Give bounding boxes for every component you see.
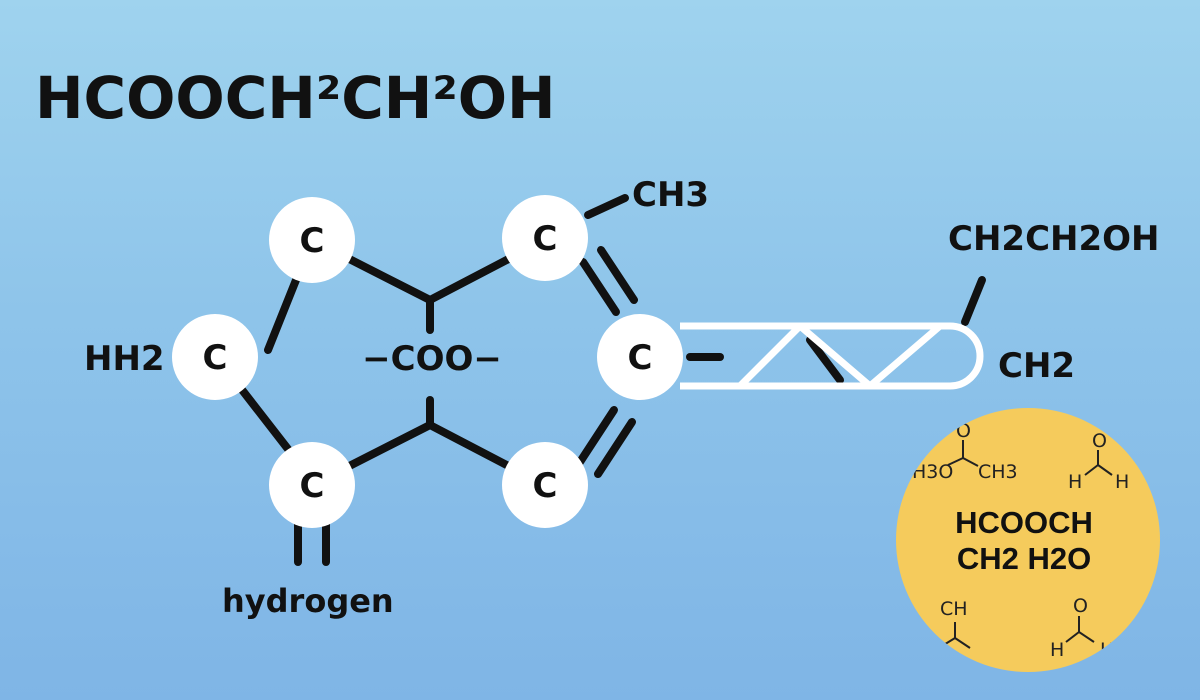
double-bond-bottom-b xyxy=(594,418,636,478)
atom-symbol: C xyxy=(300,221,325,261)
formula-title: HCOOCH²CH²OH xyxy=(35,64,556,132)
mini-structure-bottom-left: CH xyxy=(940,598,971,649)
mini-h: H xyxy=(1100,639,1114,661)
double-bond-bottom-a xyxy=(576,406,618,466)
mini-left-label: H3O xyxy=(912,461,953,483)
atom-circle xyxy=(502,442,588,528)
mini-h: H xyxy=(1050,639,1064,661)
mini-structure-aldehyde-top: O H H xyxy=(1068,430,1129,493)
badge-content: O H3O CH3 O H H HCOOCH CH2 H2O CH xyxy=(912,420,1129,661)
label-ch3: CH3 xyxy=(632,175,709,215)
badge-line-1: HCOOCH xyxy=(955,505,1093,540)
badge-circle xyxy=(896,408,1160,672)
atoms: C C C C C C xyxy=(172,195,683,528)
mini-o: O xyxy=(1073,595,1088,617)
label-ch2ch2oh: CH2CH2OH xyxy=(948,219,1160,259)
label-coo: −COO− xyxy=(362,339,502,379)
badge-line-2: CH2 H2O xyxy=(957,541,1091,576)
bond-methyl xyxy=(584,194,629,219)
double-bond-top-a xyxy=(579,258,620,316)
atom-circle xyxy=(269,442,355,528)
label-hh2: HH2 xyxy=(84,339,165,379)
bond-to-ch2ch2oh xyxy=(961,276,986,326)
atom-symbol: C xyxy=(533,466,558,506)
bond-chain-inner xyxy=(806,336,844,384)
chain-zigzag xyxy=(737,322,943,390)
mini-bond xyxy=(1065,631,1080,643)
mini-ch: CH xyxy=(940,598,968,620)
carbon-atom-bottom-right: C xyxy=(502,442,588,528)
atom-circle xyxy=(502,195,588,281)
mini-bond xyxy=(1084,464,1099,476)
mini-bond xyxy=(954,637,971,649)
chain-outline xyxy=(680,322,984,390)
atom-circle xyxy=(172,314,258,400)
mini-h: H xyxy=(1068,471,1082,493)
atom-circle xyxy=(597,314,683,400)
formula-badge: O H3O CH3 O H H HCOOCH CH2 H2O CH xyxy=(896,408,1160,672)
atom-symbol: C xyxy=(203,338,228,378)
atom-symbol: C xyxy=(300,466,325,506)
chain-bar xyxy=(680,322,984,390)
mini-bond xyxy=(1097,464,1113,476)
label-ch2: CH2 xyxy=(998,346,1075,386)
mini-bond xyxy=(947,457,964,466)
atom-symbol: C xyxy=(533,219,558,259)
carbon-atom-left: C xyxy=(172,314,258,400)
atom-circle xyxy=(269,197,355,283)
carbon-atom-top-right: C xyxy=(502,195,588,281)
mini-bond xyxy=(962,457,979,467)
atom-symbol: C xyxy=(628,338,653,378)
mini-bond xyxy=(1078,631,1095,643)
label-hydrogen: hydrogen xyxy=(222,582,394,620)
carbon-atom-right: C xyxy=(597,314,683,400)
mini-structure-ester: O H3O CH3 xyxy=(912,420,1018,483)
label-ch3-text: CH3 xyxy=(632,175,709,215)
carbon-atom-bottom-left: C xyxy=(269,442,355,528)
double-bond-top-b xyxy=(597,246,638,304)
mini-h: H xyxy=(1115,471,1129,493)
mini-right-label: CH3 xyxy=(978,461,1018,483)
carbon-atom-top-left: C xyxy=(269,197,355,283)
mini-o: O xyxy=(1092,430,1107,452)
mini-o: O xyxy=(956,420,971,442)
